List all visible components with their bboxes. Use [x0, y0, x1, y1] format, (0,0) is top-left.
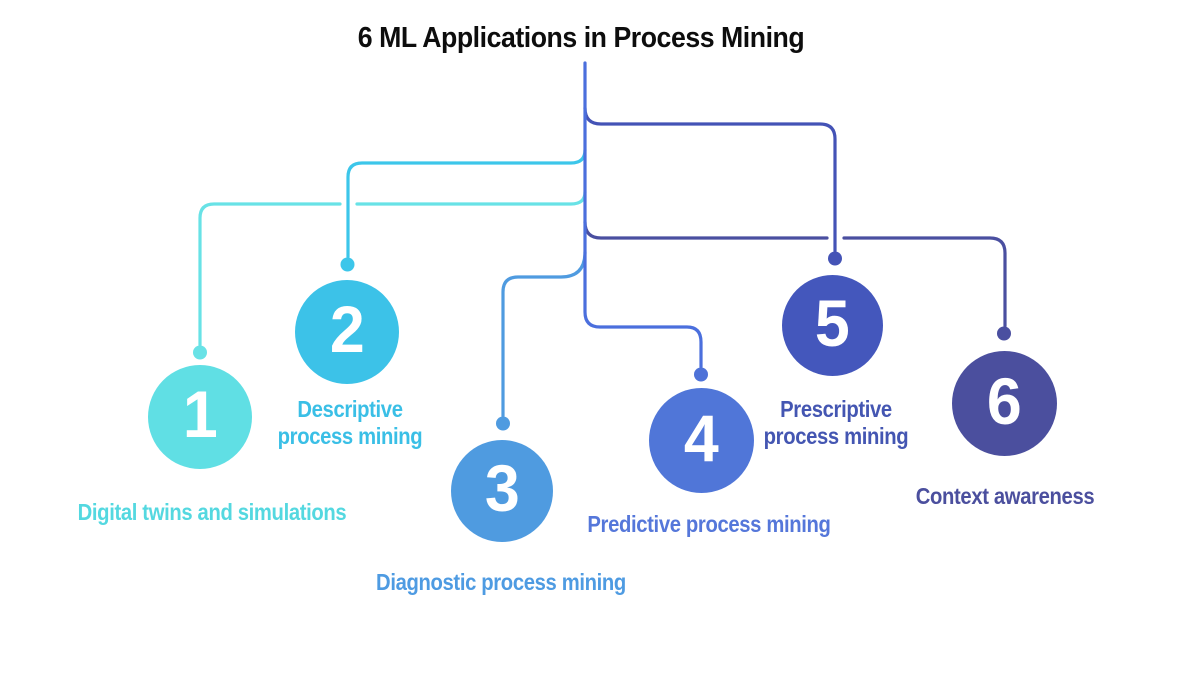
- node-label-4: Predictive process mining: [587, 511, 831, 537]
- node-label-5: Prescriptive process mining: [763, 396, 909, 449]
- connector-dot-6: [997, 326, 1011, 341]
- connector-dot-2: [340, 257, 355, 272]
- connector-dot-4: [694, 367, 708, 382]
- node-number-1: 1: [182, 377, 218, 451]
- connector-dot-3: [496, 416, 510, 431]
- node-label-1: Digital twins and simulations: [77, 499, 347, 525]
- node-circle-2: 2: [295, 280, 399, 384]
- node-number-5: 5: [815, 285, 850, 360]
- node-number-2: 2: [329, 292, 365, 366]
- connector-dot-5: [828, 251, 842, 266]
- node-label-2: Descriptive process mining: [277, 396, 423, 449]
- node-circle-6: 6: [952, 351, 1057, 456]
- page-title: 6 ML Applications in Process Mining: [357, 22, 805, 54]
- node-circle-4: 4: [649, 388, 754, 493]
- connector-line-3: [501, 250, 587, 418]
- connector-line-2: [346, 148, 587, 259]
- node-number-6: 6: [987, 363, 1022, 438]
- node-circle-1: 1: [148, 365, 252, 469]
- node-number-3: 3: [484, 451, 520, 525]
- trunk-line: [583, 61, 703, 369]
- connector-dot-1: [193, 345, 207, 360]
- node-circle-5: 5: [782, 275, 883, 376]
- node-circle-3: 3: [451, 440, 553, 542]
- node-label-6: Context awareness: [915, 483, 1095, 509]
- node-label-3: Diagnostic process mining: [376, 569, 626, 595]
- node-number-4: 4: [684, 400, 719, 475]
- connector-line-5: [583, 106, 837, 253]
